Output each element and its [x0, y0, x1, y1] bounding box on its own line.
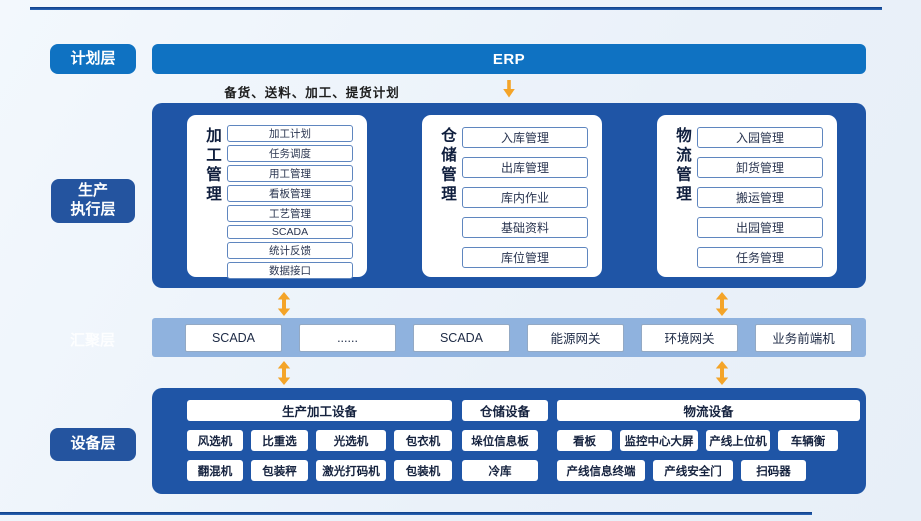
device-box: 生产加工设备 风选机 比重选 光选机 包衣机 翻混机 包装秤 激光打码机 包装机…: [152, 388, 866, 494]
device-item: 光选机: [316, 430, 386, 451]
device-item: 激光打码机: [316, 460, 386, 481]
panel-item: SCADA: [227, 225, 353, 239]
panel-item: 任务调度: [227, 145, 353, 162]
device-group-warehouse: 仓储设备 垛位信息板 冷库: [462, 400, 548, 481]
panel-item: 数据接口: [227, 262, 353, 279]
panel-warehouse: 仓储管理 入库管理 出库管理 库内作业 基础资料 库位管理: [422, 115, 602, 277]
device-group-header: 物流设备: [557, 400, 860, 421]
device-item: 冷库: [462, 460, 538, 481]
device-row: 看板 监控中心大屏 产线上位机 车辆衡: [557, 430, 860, 451]
device-row: 风选机 比重选 光选机 包衣机: [187, 430, 452, 451]
erp-bar: ERP: [152, 44, 866, 74]
panel-item: 库内作业: [462, 187, 588, 208]
arrow-down-icon: [503, 80, 515, 98]
device-item: 垛位信息板: [462, 430, 538, 451]
band-item: ......: [299, 323, 396, 352]
layer-badge-device: 设备层: [50, 428, 136, 461]
double-arrow-icon: [277, 361, 291, 385]
panel-item: 卸货管理: [697, 157, 823, 178]
layer-badge-execution: 生产 执行层: [51, 179, 135, 223]
gateway-band: SCADA ...... SCADA 能源网关 环境网关 业务前端机: [152, 318, 866, 357]
layer-badge-planning-label: 计划层: [70, 49, 116, 67]
plan-caption: 备货、送料、加工、提货计划: [224, 86, 400, 100]
device-group-header: 仓储设备: [462, 400, 548, 421]
band-item: 业务前端机: [755, 323, 852, 352]
double-arrow-icon: [715, 292, 729, 316]
layer-badge-planning: 计划层: [50, 44, 136, 74]
bottom-divider: [0, 512, 812, 515]
panel-item: 入园管理: [697, 127, 823, 148]
device-item: 看板: [557, 430, 612, 451]
panel-item: 搬运管理: [697, 187, 823, 208]
panel-warehouse-items: 入库管理 出库管理 库内作业 基础资料 库位管理: [462, 125, 588, 269]
device-item: 比重选: [251, 430, 308, 451]
top-divider: [30, 7, 882, 10]
panel-item: 看板管理: [227, 185, 353, 202]
device-group-header: 生产加工设备: [187, 400, 452, 421]
panel-logistics-title: 物流管理: [674, 127, 691, 205]
panel-item: 统计反馈: [227, 242, 353, 259]
band-item: SCADA: [413, 323, 510, 352]
device-item: 产线安全门: [653, 460, 733, 481]
panel-item: 用工管理: [227, 165, 353, 182]
layer-badge-execution-label: 生产 执行层: [70, 182, 116, 218]
device-item: 产线信息终端: [557, 460, 645, 481]
panel-item: 工艺管理: [227, 205, 353, 222]
device-item: 监控中心大屏: [620, 430, 698, 451]
band-item: SCADA: [185, 323, 282, 352]
panel-item: 任务管理: [697, 247, 823, 268]
panel-processing-items: 加工计划 任务调度 用工管理 看板管理 工艺管理 SCADA 统计反馈 数据接口: [227, 125, 353, 279]
device-row: 翻混机 包装秤 激光打码机 包装机: [187, 460, 452, 481]
device-group-production: 生产加工设备 风选机 比重选 光选机 包衣机 翻混机 包装秤 激光打码机 包装机: [187, 400, 452, 481]
band-item: 环境网关: [641, 323, 738, 352]
device-item: 翻混机: [187, 460, 243, 481]
device-item: 包衣机: [394, 430, 452, 451]
device-item: 包装机: [394, 460, 452, 481]
panel-processing-title: 加工管理: [204, 127, 221, 205]
device-row: 产线信息终端 产线安全门 扫码器: [557, 460, 860, 481]
device-item: 风选机: [187, 430, 243, 451]
panel-item: 出库管理: [462, 157, 588, 178]
panel-logistics-items: 入园管理 卸货管理 搬运管理 出园管理 任务管理: [697, 125, 823, 269]
panel-item: 加工计划: [227, 125, 353, 142]
device-item: 扫码器: [741, 460, 806, 481]
panel-item: 基础资料: [462, 217, 588, 238]
device-item: 车辆衡: [778, 430, 838, 451]
layer-label-convergence: 汇聚层: [70, 332, 116, 349]
device-group-logistics: 物流设备 看板 监控中心大屏 产线上位机 车辆衡 产线信息终端 产线安全门 扫码…: [557, 400, 860, 481]
double-arrow-icon: [277, 292, 291, 316]
mes-box: 加工管理 加工计划 任务调度 用工管理 看板管理 工艺管理 SCADA 统计反馈…: [152, 103, 866, 288]
panel-item: 出园管理: [697, 217, 823, 238]
double-arrow-icon: [715, 361, 729, 385]
device-row: 垛位信息板: [462, 430, 548, 451]
panel-item: 入库管理: [462, 127, 588, 148]
panel-processing: 加工管理 加工计划 任务调度 用工管理 看板管理 工艺管理 SCADA 统计反馈…: [187, 115, 367, 279]
layer-badge-device-label: 设备层: [70, 435, 116, 453]
device-item: 产线上位机: [706, 430, 770, 451]
panel-item: 库位管理: [462, 247, 588, 268]
erp-label: ERP: [492, 50, 526, 68]
panel-logistics: 物流管理 入园管理 卸货管理 搬运管理 出园管理 任务管理: [657, 115, 837, 277]
band-item: 能源网关: [527, 323, 624, 352]
device-row: 冷库: [462, 460, 548, 481]
device-item: 包装秤: [251, 460, 308, 481]
panel-warehouse-title: 仓储管理: [439, 127, 456, 205]
